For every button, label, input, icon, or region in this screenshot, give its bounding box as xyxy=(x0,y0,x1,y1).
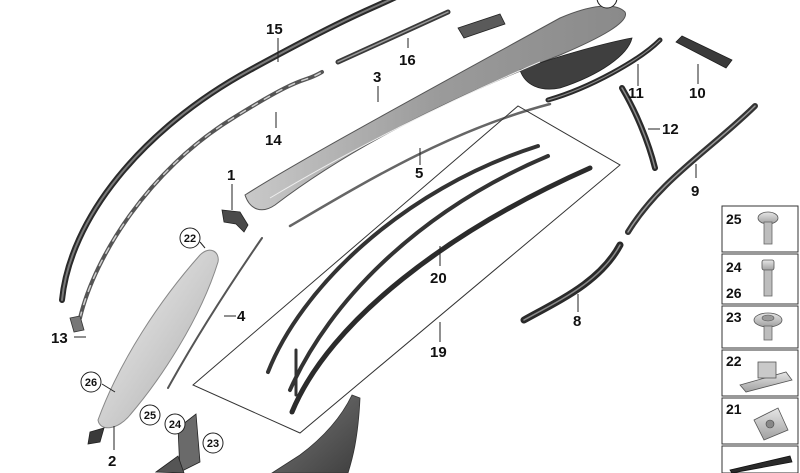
callout-13: 13 xyxy=(51,330,68,347)
circled-callout-26-label: 26 xyxy=(85,377,97,389)
leader-lines xyxy=(74,38,699,450)
seal-set-box xyxy=(192,105,621,434)
callout-4: 4 xyxy=(237,308,246,325)
screw-24-icon xyxy=(761,259,775,297)
callout-16: 16 xyxy=(399,52,416,69)
callout-2: 2 xyxy=(108,453,116,470)
callout-9: 9 xyxy=(691,183,699,200)
circled-callout-26: 26 xyxy=(80,371,102,393)
circled-callout-22-label: 22 xyxy=(184,233,196,245)
part-8-strip xyxy=(520,241,624,324)
part-12-strip xyxy=(619,85,658,171)
callout-20: 20 xyxy=(430,270,447,287)
part-2-pillar-trim xyxy=(87,249,219,445)
strip-bottom-icon xyxy=(729,455,793,473)
callout-3: 3 xyxy=(373,69,381,86)
circled-callout-24: 24 xyxy=(164,413,186,435)
circled-callout-23: 23 xyxy=(202,432,224,454)
callout-14: 14 xyxy=(265,132,282,149)
part-top-clip xyxy=(457,13,506,39)
circled-callout-top xyxy=(596,0,618,9)
circled-callout-23-label: 23 xyxy=(207,438,219,450)
bolt-23-icon xyxy=(753,312,783,341)
callout-5: 5 xyxy=(415,165,423,182)
hardware-label-21: 21 xyxy=(726,401,742,417)
part-5-strip xyxy=(288,102,552,228)
callout-11: 11 xyxy=(628,85,644,102)
callout-8: 8 xyxy=(573,313,581,330)
part-3-roof-moulding xyxy=(244,5,633,211)
part-lower-panel xyxy=(271,394,361,473)
hardware-cell-24-26 xyxy=(721,253,799,305)
hardware-label-22: 22 xyxy=(726,353,742,369)
callout-19: 19 xyxy=(430,344,447,361)
circled-callout-22: 22 xyxy=(179,227,201,249)
clip-21-icon xyxy=(753,407,789,441)
part-15-roof-seal xyxy=(59,0,397,303)
circled-callout-24-label: 24 xyxy=(169,419,182,431)
hardware-cell-23 xyxy=(721,305,799,349)
part-14-trim-rail xyxy=(78,70,324,320)
hardware-label-23: 23 xyxy=(726,309,742,325)
part-10-end-cap xyxy=(675,35,733,69)
part-13-end-piece xyxy=(69,315,85,333)
circled-callout-25: 25 xyxy=(139,404,161,426)
part-1-clip xyxy=(221,209,249,233)
callout-15: 15 xyxy=(266,21,283,38)
hardware-panel: 25 24 26 23 22 21 xyxy=(721,205,799,473)
clip-22-icon xyxy=(739,361,793,393)
hardware-label-26: 26 xyxy=(726,285,742,301)
circled-callout-25-label: 25 xyxy=(144,410,156,422)
part-16-trim-strip xyxy=(335,9,451,65)
hardware-label-25: 25 xyxy=(726,211,742,227)
callout-10: 10 xyxy=(689,85,706,102)
hardware-cell-25 xyxy=(721,205,799,253)
callout-1: 1 xyxy=(227,167,235,184)
part-4-strip xyxy=(167,237,263,389)
callout-12: 12 xyxy=(662,121,679,138)
part-9-strip xyxy=(625,103,758,235)
part-11-seal xyxy=(545,37,663,103)
hardware-label-24: 24 xyxy=(726,259,742,275)
screw-25-icon xyxy=(757,211,779,245)
